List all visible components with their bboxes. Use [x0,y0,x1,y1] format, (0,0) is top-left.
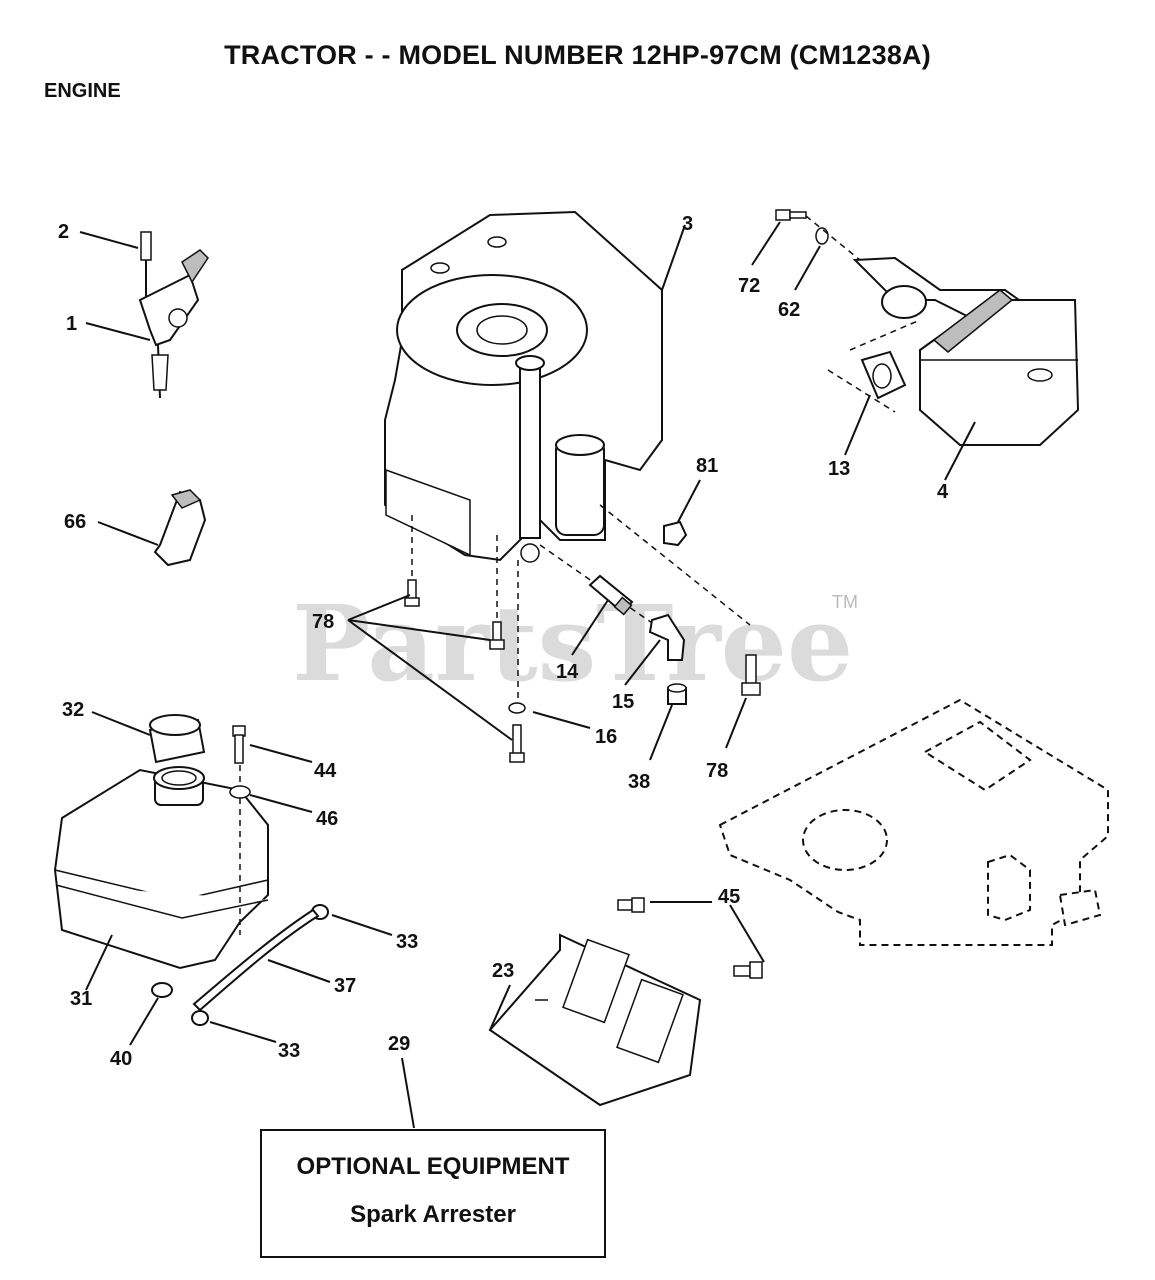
plug-part-38[interactable] [667,683,687,705]
callout-16: 16 [595,726,617,748]
washer-part-16[interactable] [508,702,526,714]
bolt-part-72[interactable] [775,209,807,221]
callout-4: 4 [937,481,949,503]
bolt-part-44[interactable] [232,725,246,764]
callout-14: 14 [556,661,579,683]
tractor-frame [718,698,1109,946]
washer-part-62[interactable] [815,227,829,245]
muffler-part-4[interactable] [852,256,1080,446]
callout-13: 13 [828,458,850,480]
gasket-part-13[interactable] [860,350,907,400]
rubber-bushing-part-40[interactable] [151,982,173,998]
bolt-part-78-right[interactable] [741,654,761,696]
bolt-part-45-upper[interactable] [617,897,645,913]
callout-33-lower: 33 [278,1040,300,1062]
optional-equipment-box: OPTIONAL EQUIPMENT Spark Arrester [260,1129,606,1258]
callout-31: 31 [70,988,92,1010]
callout-46: 46 [316,808,338,830]
engine-part-3[interactable] [384,210,663,563]
callout-2: 2 [58,221,69,243]
callout-44: 44 [314,760,337,782]
throttle-control-part[interactable] [138,231,209,399]
callout-72: 72 [738,275,760,297]
callout-66: 66 [64,511,86,533]
fuel-tank-part-31[interactable] [53,766,269,970]
callout-23: 23 [492,960,514,982]
callout-1: 1 [66,313,77,335]
watermark-text: PartsTree [292,582,853,705]
bolt-part-78-low[interactable] [509,724,525,763]
callout-33-upper: 33 [396,931,418,953]
callout-78-right: 78 [706,760,728,782]
washer-part-46[interactable] [229,785,251,799]
callout-38: 38 [628,771,650,793]
callout-78-left: 78 [312,611,334,633]
elbow-fitting-part-15[interactable] [648,613,686,661]
callout-32: 32 [62,699,84,721]
page-title: TRACTOR - - MODEL NUMBER 12HP-97CM (CM12… [224,40,931,70]
fuel-line-part-37[interactable] [192,908,320,1012]
callout-81: 81 [696,455,718,477]
fuel-cap-part-32[interactable] [148,714,206,764]
watermark-trademark: TM [832,592,858,612]
callout-45: 45 [718,886,740,908]
callout-3: 3 [682,213,693,235]
optional-equipment-heading: OPTIONAL EQUIPMENT [296,1153,570,1180]
bracket-part-66[interactable] [153,489,207,567]
callout-62: 62 [778,299,800,321]
callout-37: 37 [334,975,356,997]
spark-arrester-shield-part-23[interactable] [488,933,702,1107]
callout-29: 29 [388,1033,410,1055]
nut-part-81[interactable] [663,520,688,547]
bolt-part-78-mid[interactable] [489,621,505,650]
callout-15: 15 [612,691,634,713]
clamp-part-33-lower[interactable] [191,1010,209,1026]
section-label: ENGINE [44,80,121,102]
optional-equipment-item: Spark Arrester [350,1201,516,1228]
hose-part-14[interactable] [588,574,634,616]
callout-40: 40 [110,1048,132,1070]
bolt-part-78-left[interactable] [404,579,420,607]
bolt-part-45-lower[interactable] [733,961,763,979]
